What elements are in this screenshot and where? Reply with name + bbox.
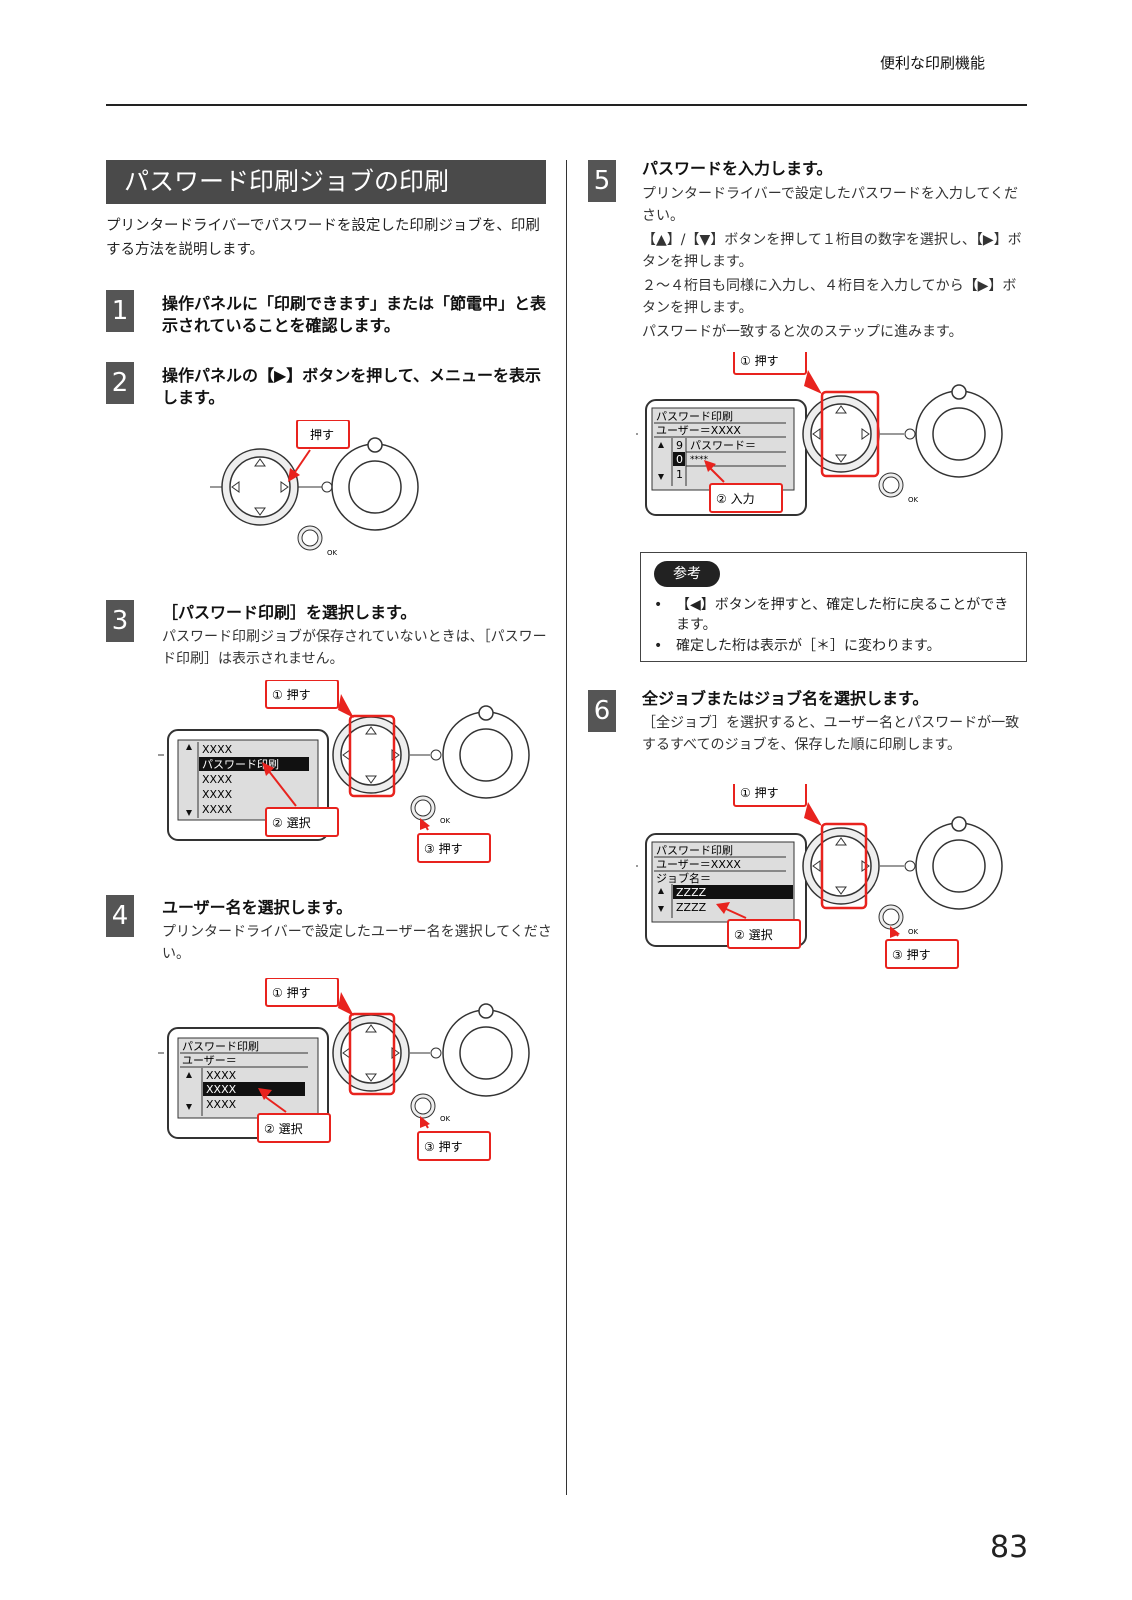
section-title: パスワード印刷ジョブの印刷	[106, 160, 546, 204]
callout-step2: ② 選択	[264, 1122, 303, 1136]
svg-text:ユーザー＝XXXX: ユーザー＝XXXX	[656, 424, 741, 437]
callout-step3: ③ 押す	[424, 1140, 463, 1154]
svg-text:XXXX: XXXX	[202, 743, 233, 756]
svg-text:OK: OK	[908, 496, 919, 504]
svg-text:ZZZZ: ZZZZ	[676, 901, 707, 914]
svg-text:パスワード印刷: パスワード印刷	[656, 844, 733, 857]
step-body-line: ２〜４桁目も同様に入力し、４桁目を入力してから【▶】ボタンを押します。	[642, 278, 1017, 316]
callout-step1: ① 押す	[740, 354, 779, 368]
job-select-figure: パスワード印刷 ユーザー＝XXXX ジョブ名＝ ZZZZ ZZZZ OK ① 押…	[632, 777, 1036, 988]
svg-text:パスワード印刷: パスワード印刷	[656, 410, 733, 423]
svg-text:XXXX: XXXX	[202, 773, 233, 786]
step-title: ［パスワード印刷］を選択します。	[162, 603, 417, 622]
callout-label: 押す	[310, 428, 334, 442]
step-body: プリンタードライバーで設定したユーザー名を選択してください。	[162, 924, 552, 962]
callout-step2: ② 選択	[272, 816, 311, 830]
svg-text:ユーザー＝: ユーザー＝	[182, 1054, 237, 1067]
callout-step2: ② 入力	[716, 492, 755, 506]
user-select-figure: パスワード印刷 ユーザー＝ XXXX XXXX XXXX OK ① 押す ② 選…	[158, 977, 558, 1182]
section-intro: プリンタードライバーでパスワードを設定した印刷ジョブを、印刷する方法を説明します…	[106, 218, 540, 258]
header-rule	[106, 104, 1027, 106]
chapter-title: 便利な印刷機能	[880, 54, 986, 72]
bullet-icon: •	[654, 638, 663, 654]
step-number: 3	[106, 600, 134, 642]
note-item: • 【◀】ボタンを押すと、確定した桁に戻ることができます。	[654, 597, 1009, 633]
callout-step3: ③ 押す	[424, 842, 463, 856]
callout-step1: ① 押す	[272, 688, 311, 702]
callout-step3: ③ 押す	[892, 948, 931, 962]
svg-text:1: 1	[676, 468, 683, 481]
callout-step1: ① 押す	[272, 986, 311, 1000]
step-body: ［全ジョブ］を選択すると、ユーザー名とパスワードが一致するすべてのジョブを、保存…	[642, 715, 1020, 753]
step-body-line: 【▲】/【▼】ボタンを押して１桁目の数字を選択し、【▶】ボタンを押します。	[642, 232, 1022, 270]
svg-text:ZZZZ: ZZZZ	[676, 886, 707, 899]
svg-text:9: 9	[676, 439, 683, 452]
svg-text:OK: OK	[440, 817, 451, 825]
svg-text:0: 0	[676, 453, 683, 466]
step-body-line: パスワードが一致すると次のステップに進みます。	[642, 324, 963, 340]
step-title: 全ジョブまたはジョブ名を選択します。	[642, 689, 929, 708]
svg-text:パスワード印刷: パスワード印刷	[202, 758, 279, 771]
page-number: 83	[990, 1530, 1029, 1565]
svg-text:****: ****	[690, 455, 709, 465]
callout-step1: ① 押す	[740, 786, 779, 800]
note-badge: 参考	[654, 561, 720, 587]
menu-select-figure: XXXX パスワード印刷 XXXX XXXX XXXX OK ① 押す ② 選択…	[158, 679, 558, 884]
step-title: パスワードを入力します。	[642, 159, 833, 178]
step-title: ユーザー名を選択します。	[162, 898, 353, 917]
svg-text:XXXX: XXXX	[202, 788, 233, 801]
step-number: 4	[106, 895, 134, 937]
control-panel-figure: OK 押す	[210, 419, 440, 574]
note-box	[640, 552, 1027, 662]
svg-text:XXXX: XXXX	[206, 1069, 237, 1082]
svg-text:OK: OK	[908, 928, 919, 936]
step-number: 2	[106, 362, 134, 404]
step-title: 操作パネルの【▶】ボタンを押して、メニューを表示します。	[162, 366, 542, 407]
step-body: パスワード印刷ジョブが保存されていないときは、［パスワード印刷］は表示されません…	[162, 629, 547, 667]
svg-text:ユーザー＝XXXX: ユーザー＝XXXX	[656, 858, 741, 871]
svg-text:XXXX: XXXX	[206, 1098, 237, 1111]
step-title: 操作パネルに「印刷できます」または「節電中」と表示されていることを確認します。	[162, 294, 547, 335]
step-number: 1	[106, 290, 134, 332]
step-number: 5	[588, 160, 616, 202]
step-number: 6	[588, 690, 616, 732]
svg-text:XXXX: XXXX	[202, 803, 233, 816]
ok-label: OK	[327, 549, 338, 557]
column-divider	[566, 160, 567, 1495]
password-input-figure: パスワード印刷 ユーザー＝XXXX 9 パスワード＝ 0 **** 1 OK ①…	[632, 345, 1036, 536]
note-item: • 確定した桁は表示が［＊］に変わります。	[654, 638, 941, 654]
svg-text:ジョブ名＝: ジョブ名＝	[656, 871, 711, 885]
svg-text:XXXX: XXXX	[206, 1083, 237, 1096]
svg-text:パスワード＝: パスワード＝	[690, 439, 756, 452]
svg-text:OK: OK	[440, 1115, 451, 1123]
callout-step2: ② 選択	[734, 928, 773, 942]
svg-text:パスワード印刷: パスワード印刷	[182, 1040, 259, 1053]
step-body-line: プリンタードライバーで設定したパスワードを入力してください。	[642, 186, 1019, 224]
bullet-icon: •	[654, 597, 663, 613]
